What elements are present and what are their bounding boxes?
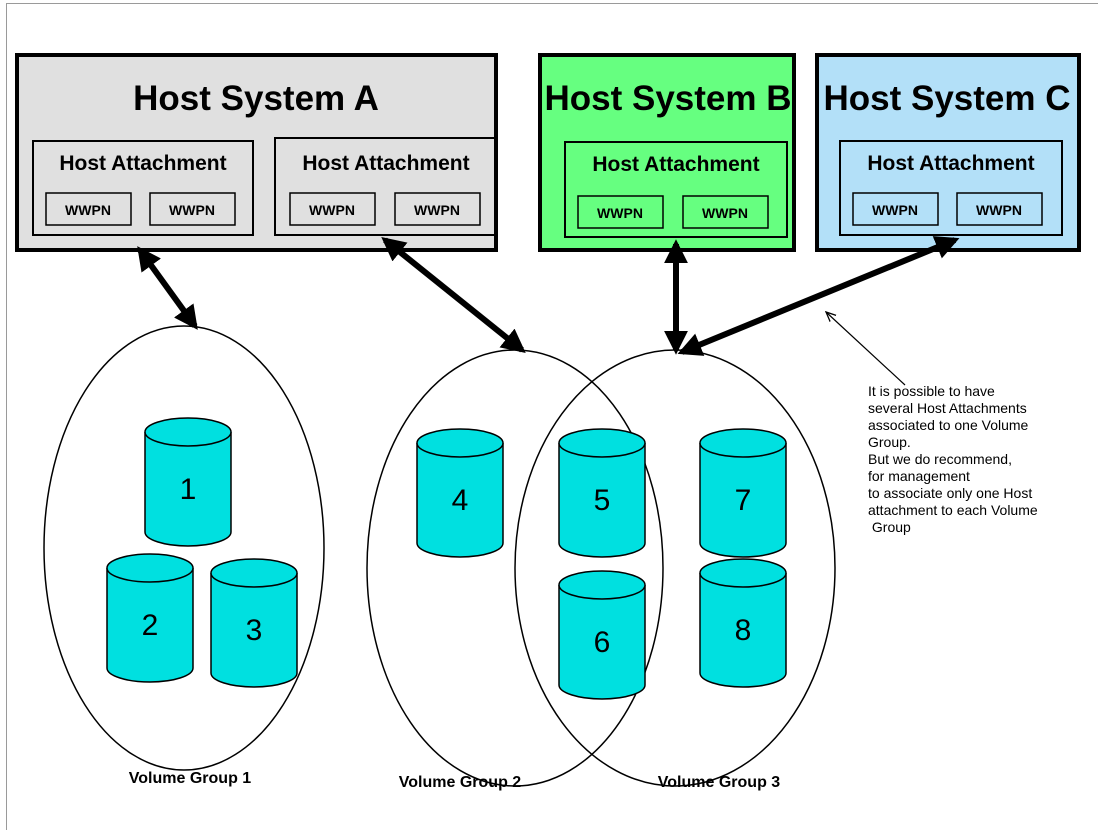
wwpn-label: WWPN xyxy=(309,202,355,218)
host-system-c: Host System C Host Attachment WWPN WWPN xyxy=(815,53,1081,252)
volume-number: 6 xyxy=(594,626,611,659)
volume-number: 5 xyxy=(594,484,611,517)
volume-cylinder: 4 xyxy=(416,428,504,558)
wwpn-label: WWPN xyxy=(976,202,1022,218)
note-line: to associate only one Host xyxy=(868,485,1033,501)
note-line: associated to one Volume xyxy=(868,417,1029,433)
host-a-title: Host System A xyxy=(133,79,379,118)
wwpn-label: WWPN xyxy=(414,202,460,218)
volumes: 1 2 3 4 5 6 7 8 xyxy=(106,417,787,700)
volume-group-3-ellipse xyxy=(514,349,836,787)
host-b-attachment: Host Attachment WWPN WWPN xyxy=(564,141,788,238)
host-a-attachment-1-label: Host Attachment xyxy=(59,152,226,175)
host-c-attachment-label: Host Attachment xyxy=(867,152,1034,175)
volume-cylinder: 6 xyxy=(558,570,646,700)
volume-cylinder: 8 xyxy=(699,558,787,688)
host-c-title: Host System C xyxy=(823,79,1070,118)
volume-cylinder: 7 xyxy=(699,428,787,558)
volume-cylinder: 2 xyxy=(106,553,194,683)
annotation-note: It is possible to have several Host Atta… xyxy=(868,383,1094,536)
wwpn-label: WWPN xyxy=(169,202,215,218)
host-system-a: Host System A Host Attachment WWPN WWPN … xyxy=(15,53,498,252)
volume-number: 2 xyxy=(142,609,159,642)
wwpn-label: WWPN xyxy=(872,202,918,218)
volume-number: 8 xyxy=(735,614,752,647)
diagram-frame xyxy=(6,3,1098,830)
arrow-host-c-to-vg3 xyxy=(677,236,960,356)
host-system-b: Host System B Host Attachment WWPN WWPN xyxy=(538,53,796,252)
note-line: It is possible to have xyxy=(868,383,995,399)
volume-number: 4 xyxy=(452,484,469,517)
host-a-box xyxy=(15,53,498,252)
volume-cylinder: 1 xyxy=(144,417,232,547)
host-a-attachment-2-label: Host Attachment xyxy=(302,152,469,175)
arrow-host-a-att2-to-vg2 xyxy=(381,236,526,354)
note-line: But we do recommend, xyxy=(868,451,1012,467)
volume-cylinder: 3 xyxy=(210,558,298,688)
note-line: for management xyxy=(868,468,970,484)
wwpn-label: WWPN xyxy=(65,202,111,218)
host-a-attachment-1: Host Attachment WWPN WWPN xyxy=(32,140,254,236)
volume-group-1-label: Volume Group 1 xyxy=(129,770,251,787)
host-c-box xyxy=(815,53,1081,252)
volume-group-1-ellipse xyxy=(43,325,325,771)
host-b-title: Host System B xyxy=(544,79,791,118)
note-line: Group xyxy=(868,519,911,535)
note-line: several Host Attachments xyxy=(868,400,1027,416)
note-line: Group. xyxy=(868,434,911,450)
wwpn-label: WWPN xyxy=(702,205,748,221)
host-a-attachment-2: Host Attachment WWPN WWPN xyxy=(274,137,498,236)
host-c-attachment: Host Attachment WWPN WWPN xyxy=(839,140,1063,236)
volume-cylinder: 5 xyxy=(558,428,646,558)
note-pointer-arrow xyxy=(826,312,906,386)
wwpn-label: WWPN xyxy=(597,205,643,221)
volume-number: 3 xyxy=(246,614,263,647)
note-line: attachment to each Volume xyxy=(868,502,1038,518)
volume-group-2-label: Volume Group 2 xyxy=(399,774,521,791)
host-b-attachment-label: Host Attachment xyxy=(592,153,759,176)
arrow-host-a-att1-to-vg1 xyxy=(137,246,198,330)
volume-group-3-label: Volume Group 3 xyxy=(658,774,780,791)
connection-arrows xyxy=(137,236,960,356)
volume-number: 1 xyxy=(180,473,197,506)
volume-number: 7 xyxy=(735,484,752,517)
